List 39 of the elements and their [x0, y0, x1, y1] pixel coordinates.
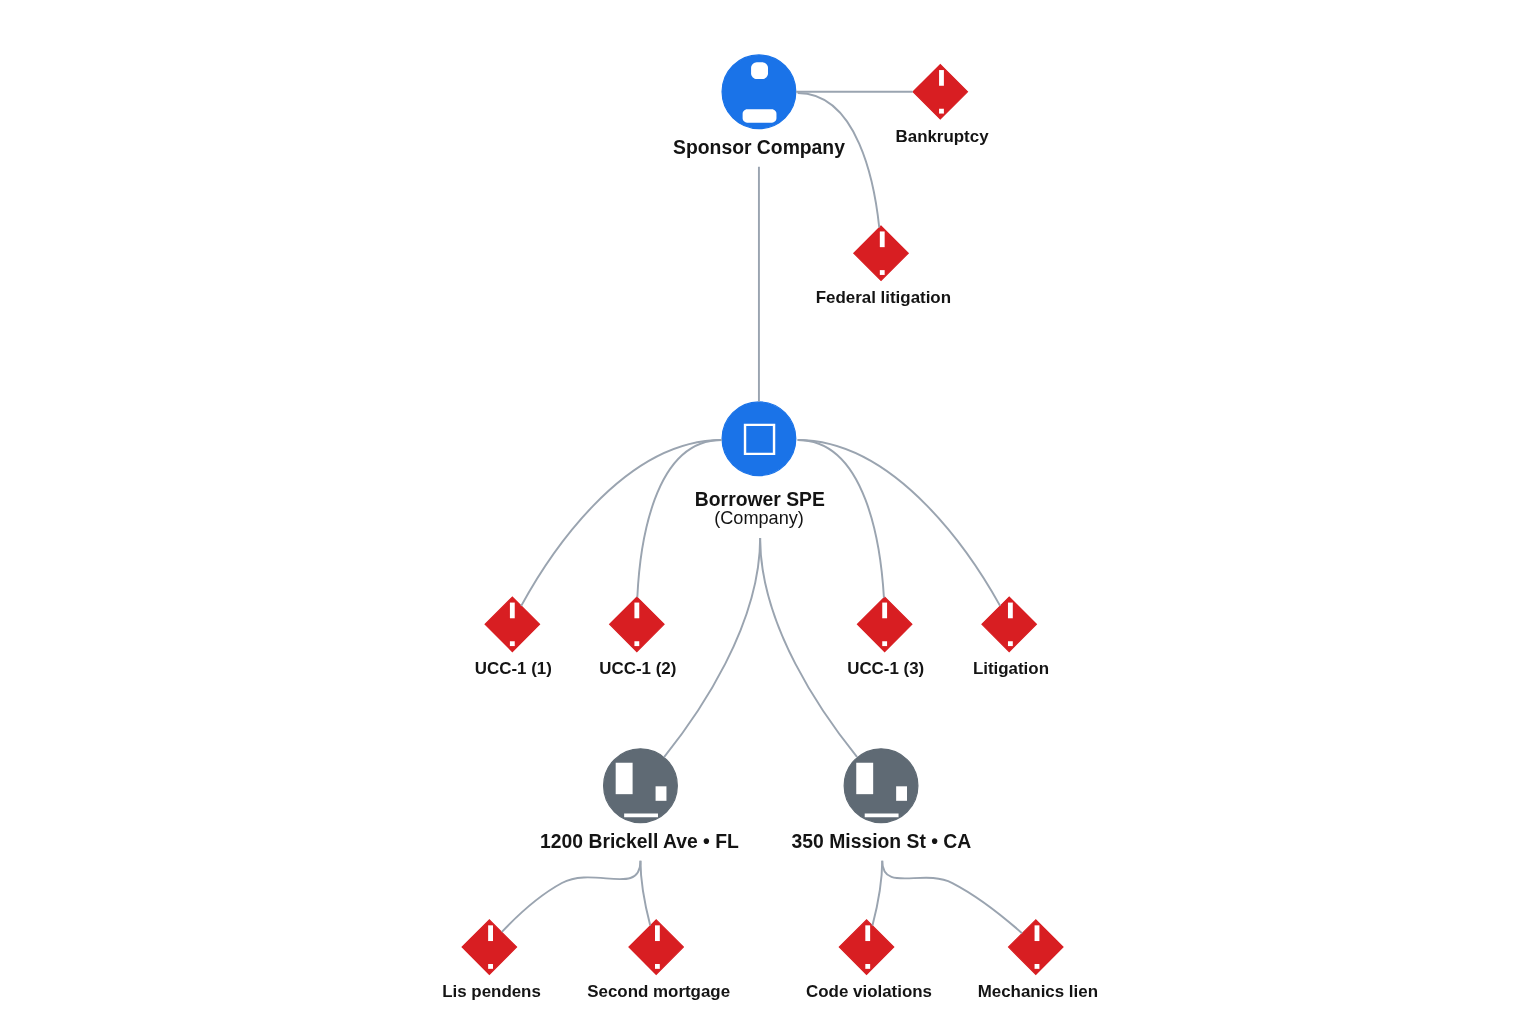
node-label: Code violations: [806, 981, 932, 1001]
node-diamond: [484, 595, 541, 652]
node-diamond: [608, 595, 665, 652]
node-label: UCC-1 (2): [599, 658, 677, 678]
node-label: 1200 Brickell Ave • FL: [540, 829, 739, 852]
node-label: Federal litigation: [815, 287, 952, 307]
connector: [636, 438, 723, 598]
node-circle: [603, 747, 678, 823]
node-label: Litigation: [972, 658, 1049, 678]
connector: [500, 859, 642, 933]
node-label: 350 Mission St • CA: [791, 829, 972, 852]
node-circle: [721, 53, 797, 129]
node-diamond: [852, 224, 910, 281]
connector: [759, 536, 859, 758]
connector: [881, 859, 1023, 934]
node-diamond: [461, 918, 518, 975]
node-label: Second mortgage: [587, 981, 731, 1001]
node-label: Mechanics lien: [977, 981, 1099, 1001]
node-label: Lis pendens: [442, 981, 541, 1001]
node-diamond: [912, 63, 969, 120]
node-circle: [721, 400, 797, 476]
node-diamond: [856, 595, 913, 652]
connector: [520, 438, 723, 607]
connector: [757, 165, 760, 403]
node-diamond: [628, 918, 685, 975]
connector: [639, 859, 652, 926]
node-label: UCC-1 (1): [474, 658, 552, 678]
node-circle: [843, 747, 919, 823]
node-label: Sponsor Company: [673, 135, 845, 158]
node-label: Borrower SPE: [694, 487, 825, 510]
node-label: Bankruptcy: [895, 126, 989, 146]
connector: [796, 91, 881, 228]
node-diamond: [1007, 918, 1064, 975]
node-label: UCC-1 (3): [847, 658, 925, 678]
node-diamond: [838, 918, 895, 975]
node-label: (Company): [714, 507, 804, 528]
connector: [796, 438, 1002, 607]
node-diamond: [981, 595, 1038, 652]
connector: [795, 90, 914, 93]
